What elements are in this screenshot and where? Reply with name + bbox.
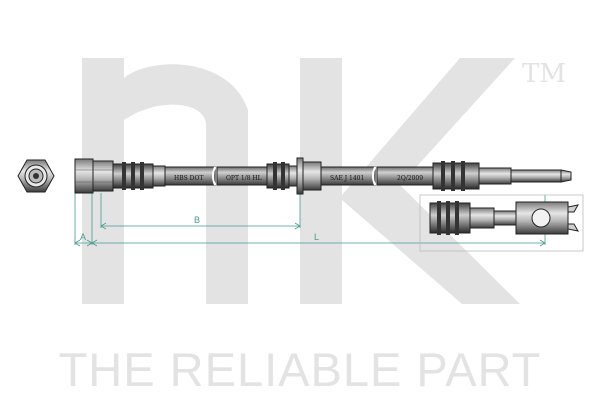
hose-marking-3: SAE J 1401 — [330, 175, 364, 182]
banjo-fitting-detail — [429, 201, 579, 235]
dimension-label-a: A — [80, 232, 86, 242]
hose-marking-1: HBS DOT — [174, 175, 203, 182]
dimension-lines — [74, 188, 584, 252]
hose-marking-4: 2Q/2009 — [397, 175, 423, 182]
trademark-symbol: TM — [522, 59, 566, 89]
dimension-label-b: B — [194, 215, 200, 225]
dimension-label-l: L — [314, 232, 319, 242]
brake-hose-assembly: HBS DOT OPT 1/8 HL SAE J 1401 2Q/2009 — [74, 157, 572, 195]
brand-tagline: THE RELIABLE PART — [58, 343, 542, 396]
hose-marking-2: OPT 1/8 HL — [226, 175, 262, 182]
hex-fitting-end-view — [17, 159, 55, 193]
